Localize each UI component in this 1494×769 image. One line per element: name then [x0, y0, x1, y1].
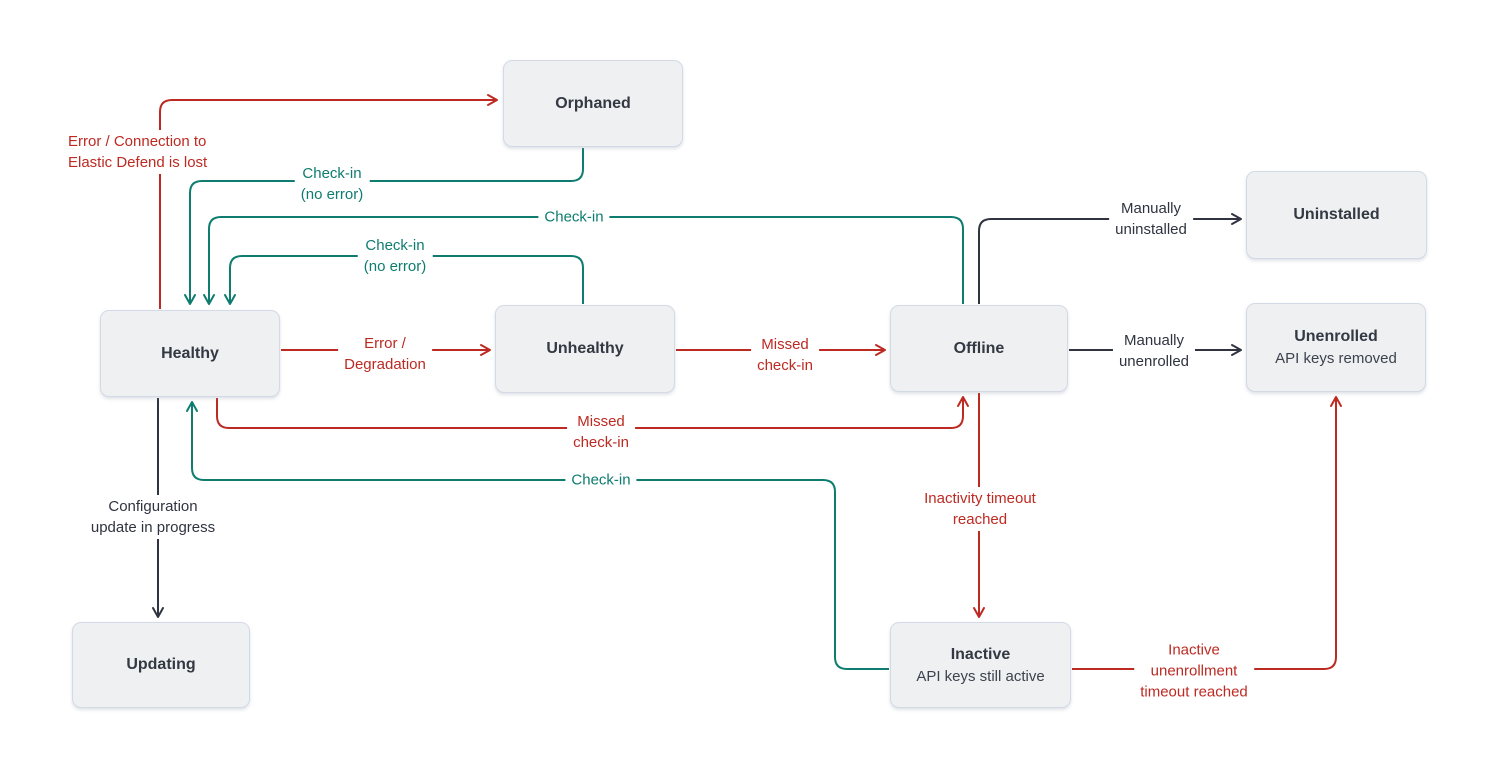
- node-inactive-label: Inactive: [950, 645, 1011, 663]
- node-unenrolled: Unenrolled API keys removed: [1246, 303, 1426, 392]
- edge-label-healthy-to-unhealthy: Error / Degradation: [338, 332, 432, 376]
- edge-inactive-to-healthy: [186, 401, 889, 670]
- node-orphaned-label: Orphaned: [555, 94, 631, 112]
- edge-label-inactive-to-healthy: Check-in: [565, 468, 637, 492]
- edge-label-offline-to-uninstalled: Manually uninstalled: [1109, 197, 1193, 241]
- edge-label-unhealthy-to-healthy: Check-in (no error): [357, 234, 433, 278]
- node-orphaned: Orphaned: [503, 60, 683, 147]
- node-updating: Updating: [72, 622, 250, 708]
- edge-label-inactive-to-unenrolled: Inactive unenrollment timeout reached: [1134, 638, 1254, 704]
- node-uninstalled: Uninstalled: [1246, 171, 1427, 259]
- node-uninstalled-label: Uninstalled: [1293, 206, 1380, 223]
- edge-label-unhealthy-to-offline: Missed check-in: [751, 333, 819, 377]
- node-unhealthy-label: Unhealthy: [546, 340, 624, 357]
- node-inactive-sublabel: API keys still active: [916, 667, 1045, 685]
- edge-orphaned-to-healthy: [184, 148, 584, 305]
- edge-label-offline-to-inactive: Inactivity timeout reached: [918, 487, 1042, 531]
- node-unhealthy: Unhealthy: [495, 305, 675, 393]
- edge-offline-to-uninstalled: [978, 213, 1242, 304]
- node-unenrolled-sublabel: API keys removed: [1275, 350, 1397, 367]
- node-inactive: Inactive API keys still active: [890, 622, 1071, 708]
- node-healthy: Healthy: [100, 310, 280, 397]
- edge-offline-to-healthy: [203, 216, 964, 305]
- node-updating-label: Updating: [126, 656, 196, 673]
- edge-inactive-to-unenrolled: [1072, 396, 1342, 670]
- edge-label-offline-to-healthy: Check-in: [538, 205, 610, 229]
- node-offline-label: Offline: [953, 339, 1005, 357]
- edge-healthy-to-orphaned: [159, 94, 498, 309]
- edge-label-healthy-to-updating: Configuration update in progress: [84, 495, 222, 539]
- node-healthy-label: Healthy: [161, 344, 219, 362]
- node-unenrolled-label: Unenrolled: [1294, 328, 1378, 345]
- node-offline: Offline: [890, 305, 1068, 392]
- edge-label-healthy-to-orphaned: Error / Connection to Elastic Defend is …: [62, 130, 214, 174]
- edge-label-healthy-to-offline: Missed check-in: [567, 410, 635, 454]
- edge-label-offline-to-unenrolled: Manually unenrolled: [1112, 329, 1196, 373]
- edge-label-orphaned-to-healthy: Check-in (no error): [294, 162, 370, 206]
